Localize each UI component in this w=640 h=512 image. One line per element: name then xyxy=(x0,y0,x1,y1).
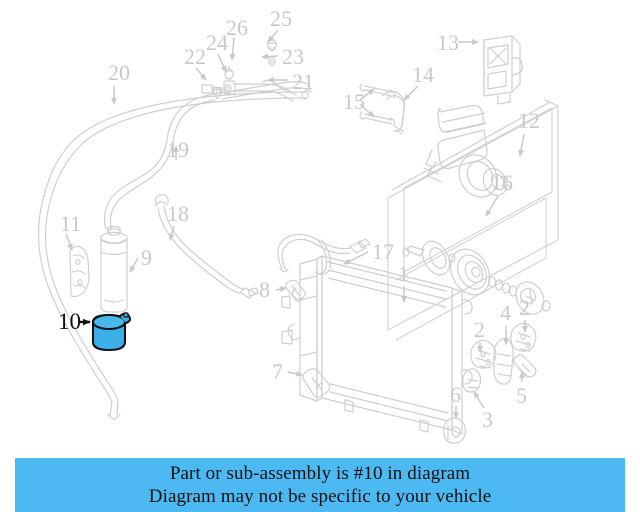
compressor-assembly-part-12 xyxy=(423,105,511,198)
callout-label-17: 17 xyxy=(372,239,394,264)
callout-label-24: 24 xyxy=(206,30,228,55)
callout-label-22: 22 xyxy=(184,44,206,69)
callout-label-23: 23 xyxy=(282,44,304,69)
callout-label-11: 11 xyxy=(60,211,82,236)
callout-label-26: 26 xyxy=(226,15,248,40)
banner-line-1: Part or sub-assembly is #10 in diagram xyxy=(169,463,471,484)
condenser-part-1 xyxy=(281,255,473,435)
tube-pair-part-15 xyxy=(359,83,396,127)
callout-label-9: 9 xyxy=(141,245,152,270)
callout-label-4: 4 xyxy=(500,300,511,325)
pressure-switch-harness-part-17 xyxy=(277,233,371,275)
callout-label-1: 1 xyxy=(398,261,409,286)
hose-fitting-part-21 xyxy=(223,79,297,102)
callout-label-3: 3 xyxy=(482,407,493,432)
insulator-4 xyxy=(493,338,514,385)
receiver-drier-part-9 xyxy=(100,225,128,313)
callout-label-19: 19 xyxy=(167,137,189,162)
callout-label-14: 14 xyxy=(412,62,434,87)
hose-upper-run xyxy=(221,81,312,100)
callout-label-5: 5 xyxy=(516,383,527,408)
line-art-layer xyxy=(37,35,559,444)
callout-label-2b: 2 xyxy=(519,295,530,320)
callout-label-12: 12 xyxy=(518,108,540,133)
clip-2a xyxy=(470,339,497,369)
callout-label-8: 8 xyxy=(259,277,270,302)
callout-label-13: 13 xyxy=(437,30,459,55)
callout-label-6: 6 xyxy=(450,382,461,407)
valve-cap-part-25 xyxy=(267,39,278,52)
callout-label-16: 16 xyxy=(491,170,513,195)
callout-label-2a: 2 xyxy=(474,317,485,342)
banner-line-2: Diagram may not be specific to your vehi… xyxy=(148,486,492,507)
clip-2b xyxy=(510,322,537,352)
callout-label-18: 18 xyxy=(167,201,189,226)
grommet-3 xyxy=(462,368,482,393)
drier-bracket-part-11 xyxy=(69,245,90,298)
bolt-part-22 xyxy=(201,84,223,95)
compressor-panel xyxy=(387,99,559,341)
cushion-6 xyxy=(443,417,467,444)
service-valve-part-26 xyxy=(224,65,234,80)
bolt-5 xyxy=(513,354,537,378)
bracket-part-7 xyxy=(302,368,331,398)
small-parts-cluster xyxy=(443,322,537,444)
callout-label-10: 10 xyxy=(58,309,81,334)
o-ring-part-23-glyph xyxy=(268,55,276,67)
info-banner: Part or sub-assembly is #10 in diagram D… xyxy=(15,458,625,512)
highlighted-part-10 xyxy=(91,312,131,352)
liquid-line-part-20 xyxy=(37,90,309,420)
callout-label-20: 20 xyxy=(108,60,130,85)
callout-label-21: 21 xyxy=(292,69,314,94)
clutch-assembly-part-16 xyxy=(402,240,551,315)
compressor-mount-bracket-part-13 xyxy=(483,35,523,105)
callout-label-25: 25 xyxy=(270,6,292,31)
callout-label-15: 15 xyxy=(343,89,365,114)
callout-label-7: 7 xyxy=(272,359,283,384)
